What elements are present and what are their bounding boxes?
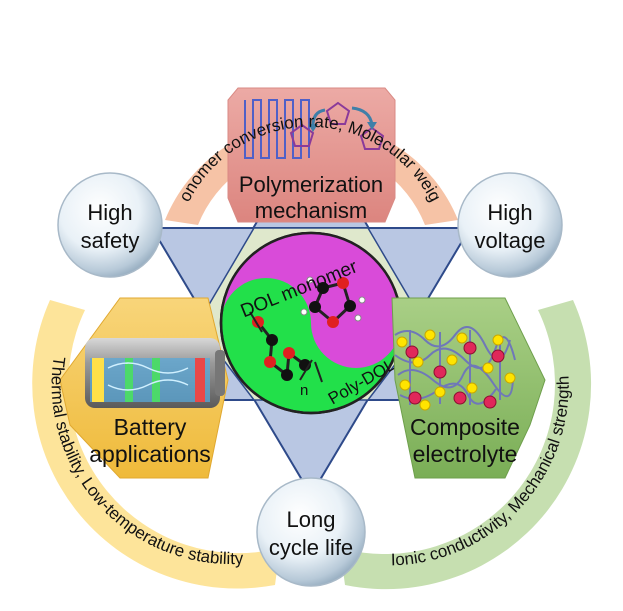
bubble-voltage-line2: voltage xyxy=(475,228,546,253)
polymerization-hexagon: Polymerization mechanism xyxy=(227,87,396,223)
bubble-long-cycle-life: Long cycle life xyxy=(256,477,366,587)
yellow-particles xyxy=(396,329,516,411)
composite-line2: electrolyte xyxy=(413,441,518,467)
battery-line2: applications xyxy=(89,441,210,467)
battery-icon xyxy=(85,338,225,408)
battery-hexagon: Battery applications xyxy=(59,297,229,479)
bubble-safety-line2: safety xyxy=(81,228,140,253)
bubble-cycle-line1: Long xyxy=(287,507,336,532)
polymerization-line1: Polymerization xyxy=(239,172,383,197)
pentagon-icon xyxy=(289,123,315,147)
bubble-cycle-line2: cycle life xyxy=(269,535,353,560)
red-particles xyxy=(405,341,505,409)
bubble-high-voltage: High voltage xyxy=(457,172,563,278)
composite-hexagon: Composite electrolyte xyxy=(391,297,546,479)
left-arc-band xyxy=(32,300,281,589)
center-subscript: n xyxy=(300,382,308,399)
center-yin-yang: n DOL monomer Poly-DOL xyxy=(219,231,403,415)
battery-line1: Battery xyxy=(114,414,187,440)
composite-line1: Composite xyxy=(410,414,520,440)
polymerization-line2: mechanism xyxy=(255,198,367,223)
bubble-high-safety: High safety xyxy=(57,172,163,278)
dol-molecule-icon xyxy=(300,276,366,328)
polymer-coil-icon xyxy=(244,99,310,159)
pentagon-icon xyxy=(325,101,351,125)
right-arc-band xyxy=(340,300,592,590)
bubble-voltage-line1: High xyxy=(487,200,532,225)
bubble-safety-line1: High xyxy=(87,200,132,225)
poly-dol-chain-icon xyxy=(249,311,323,383)
pentagon-icon xyxy=(359,126,385,150)
